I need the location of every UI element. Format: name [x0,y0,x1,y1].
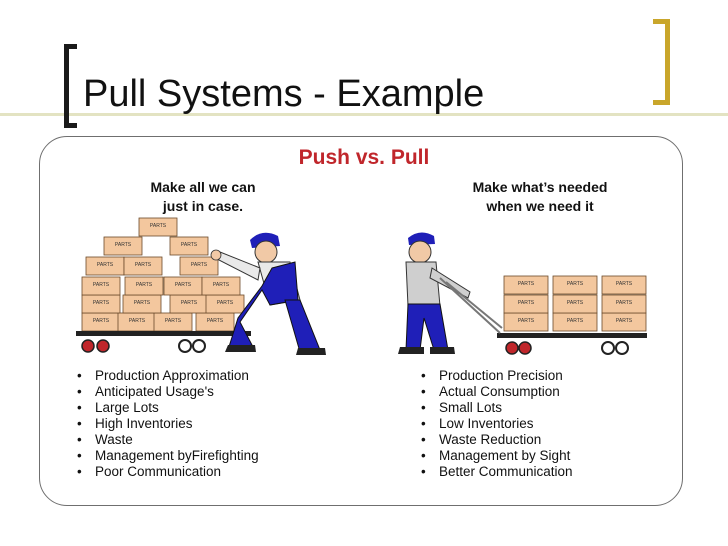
parts-box-label: PARTS [567,300,584,306]
push-vs-pull-heading: Push vs. Pull [298,146,430,169]
parts-box-icon: PARTS [552,275,598,295]
title-rule [0,113,728,116]
pull-characteristics-list: Production Precision Actual Consumption … [421,368,573,480]
parts-box-label: PARTS [181,242,198,248]
pull-caption-line1: Make what’s needed [472,179,608,195]
parts-box-icon: PARTS [601,275,647,295]
parts-box-icon: PARTS [205,294,245,314]
parts-box-icon: PARTS [81,294,121,314]
push-characteristics-list: Production Approximation Anticipated Usa… [77,368,259,480]
pull-cart-icon [497,333,647,355]
list-item: Poor Communication [77,464,259,480]
parts-box-label: PARTS [134,300,151,306]
parts-box-label: PARTS [136,282,153,288]
parts-box-label: PARTS [93,282,110,288]
parts-box-icon: PARTS [195,312,235,332]
parts-box-label: PARTS [616,318,633,324]
list-item: Management byFirefighting [77,448,259,464]
parts-box-label: PARTS [207,318,224,324]
list-item: Small Lots [421,400,573,416]
push-caption-line1: Make all we can [150,179,256,195]
parts-box-label: PARTS [129,318,146,324]
parts-box-icon: PARTS [81,312,121,332]
parts-box-icon: PARTS [552,294,598,314]
parts-box-label: PARTS [135,262,152,268]
parts-box-icon: PARTS [169,294,209,314]
parts-box-label: PARTS [518,281,535,287]
parts-box-icon: PARTS [123,256,163,276]
parts-box-icon: PARTS [103,236,143,256]
push-caption-line2: just in case. [162,198,244,214]
list-item: Large Lots [77,400,259,416]
list-item: Actual Consumption [421,384,573,400]
parts-box-icon: PARTS [153,312,193,332]
list-item: Production Precision [421,368,573,384]
parts-box-label: PARTS [567,318,584,324]
parts-box-icon: PARTS [503,275,549,295]
parts-box-label: PARTS [175,282,192,288]
list-item: Better Communication [421,464,573,480]
list-item: Low Inventories [421,416,573,432]
list-item: Waste Reduction [421,432,573,448]
parts-box-icon: PARTS [601,312,647,332]
pull-caption-line2: when we need it [486,198,594,214]
parts-box-label: PARTS [115,242,132,248]
pull-caption: Make what’s needed when we need it [425,178,655,216]
pull-parts-stack: PARTS PARTS PARTS PARTS PARTS PARTS PARTS PARTS… [503,275,647,332]
list-item: Production Approximation [77,368,259,384]
parts-box-icon: PARTS [122,294,162,314]
parts-box-icon: PARTS [552,312,598,332]
list-item: Management by Sight [421,448,573,464]
parts-box-label: PARTS [181,300,198,306]
list-item: High Inventories [77,416,259,432]
parts-box-icon: PARTS [117,312,157,332]
parts-box-label: PARTS [97,262,114,268]
parts-box-icon: PARTS [179,256,219,276]
parts-box-label: PARTS [518,300,535,306]
slide-title: Pull Systems - Example [83,73,485,115]
parts-box-label: PARTS [93,300,110,306]
parts-box-label: PARTS [616,281,633,287]
left-bracket-decoration [64,44,77,128]
parts-box-label: PARTS [518,318,535,324]
list-item: Anticipated Usage's [77,384,259,400]
parts-box-label: PARTS [93,318,110,324]
push-cart-icon [76,331,251,353]
pushing-worker-icon [210,232,326,355]
parts-box-icon: PARTS [601,294,647,314]
pulling-worker-icon [398,232,503,354]
parts-box-icon: PARTS [169,236,209,256]
parts-box-icon: PARTS [85,256,125,276]
parts-box-icon: PARTS [503,312,549,332]
parts-box-label: PARTS [191,262,208,268]
parts-box-label: PARTS [616,300,633,306]
parts-box-icon: PARTS [503,294,549,314]
parts-box-label: PARTS [213,282,230,288]
parts-box-icon: PARTS [138,217,178,237]
parts-box-icon: PARTS [124,276,164,296]
parts-box-label: PARTS [567,281,584,287]
push-parts-stack: PARTS PARTS PARTS PARTS PARTS PARTS PARTS PARTS… [81,217,245,332]
parts-box-label: PARTS [165,318,182,324]
parts-box-label: PARTS [150,223,167,229]
list-item: Waste [77,432,259,448]
parts-box-icon: PARTS [201,276,241,296]
parts-box-label: PARTS [217,300,234,306]
parts-box-icon: PARTS [81,276,121,296]
push-caption: Make all we can just in case. [108,178,298,216]
right-bracket-decoration [653,19,670,105]
parts-box-icon: PARTS [163,276,203,296]
